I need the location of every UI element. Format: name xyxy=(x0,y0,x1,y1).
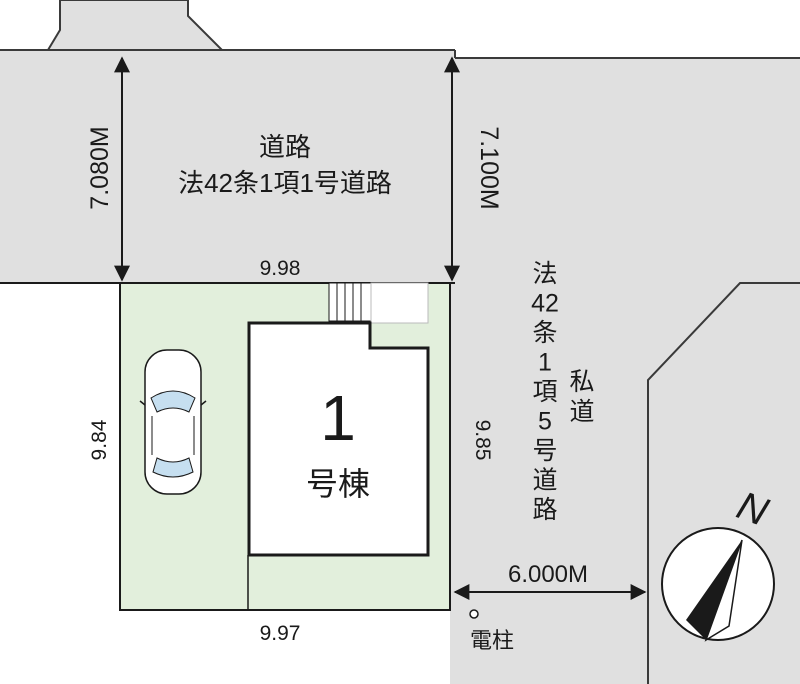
side-road-law-char: 法 xyxy=(532,260,557,288)
main-road-law-label: 法42条1項1号道路 xyxy=(178,168,392,198)
side-road-law-char: 項 xyxy=(532,378,557,406)
main-road-label: 道路 xyxy=(259,132,311,162)
lot-left-dimension: 9.84 xyxy=(88,419,111,460)
building-1 xyxy=(247,321,430,557)
side-road-law-char: 号 xyxy=(532,437,557,465)
side-road-law-char: 条 xyxy=(532,319,557,347)
utility-pole-label: 電柱 xyxy=(470,628,514,653)
compass-icon xyxy=(661,527,775,642)
side-road-private-char: 私 xyxy=(569,368,594,396)
lot-right-dimension: 9.85 xyxy=(471,420,494,461)
road-width-right-label: 7.100M xyxy=(475,126,503,209)
side-road-width-label: 6.000M xyxy=(508,561,588,588)
neighbor-lot-fragment xyxy=(46,0,225,51)
side-road-law-char: 5 xyxy=(538,408,552,436)
entrance-steps xyxy=(328,282,429,324)
side-road-law-char: 1 xyxy=(538,349,552,377)
car-icon xyxy=(139,349,207,495)
lot-bottom-dimension: 9.97 xyxy=(260,622,301,645)
side-road-private-char: 道 xyxy=(569,398,594,426)
road-width-left-label: 7.080M xyxy=(86,126,114,209)
utility-pole-icon xyxy=(469,609,479,619)
building-label: 号棟 xyxy=(306,466,370,502)
side-road-law-char: 道 xyxy=(532,467,557,495)
lot-top-dimension: 9.98 xyxy=(260,257,301,280)
side-road-law-char: 42 xyxy=(531,290,559,318)
side-road-private-label: 私道 xyxy=(569,368,594,426)
side-road-law-char: 路 xyxy=(532,496,557,524)
building-number: 1 xyxy=(320,382,356,454)
